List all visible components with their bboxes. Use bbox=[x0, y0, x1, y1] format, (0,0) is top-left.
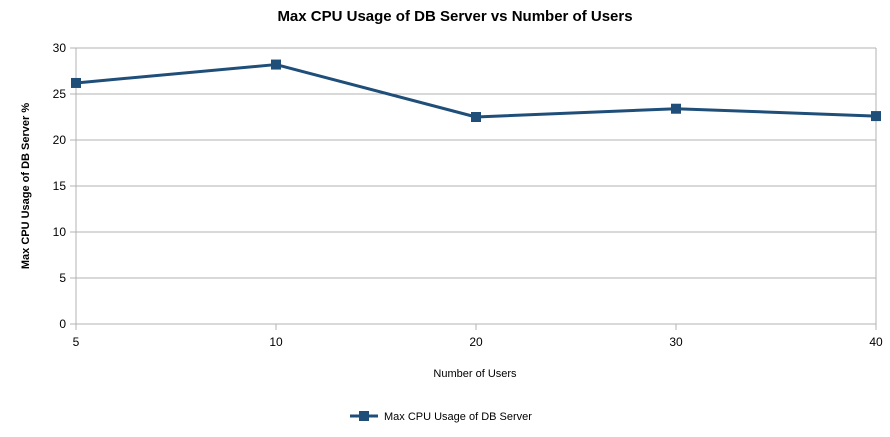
x-tick-labels: 5 10 20 30 40 bbox=[73, 335, 883, 349]
series-group bbox=[71, 59, 881, 122]
y-tick-label: 30 bbox=[53, 41, 67, 55]
data-point bbox=[71, 77, 81, 88]
chart-title: Max CPU Usage of DB Server vs Number of … bbox=[277, 8, 632, 25]
x-tick-label: 10 bbox=[269, 335, 283, 349]
y-tick-labels: 0 5 10 15 20 25 30 bbox=[53, 41, 67, 331]
y-axis-label: Max CPU Usage of DB Server % bbox=[20, 103, 32, 269]
x-tick-label: 20 bbox=[469, 335, 483, 349]
gridlines bbox=[70, 47, 877, 330]
x-tick-label: 5 bbox=[73, 335, 80, 349]
x-axis-label: Number of Users bbox=[433, 368, 517, 380]
y-tick-label: 20 bbox=[53, 133, 67, 147]
data-point bbox=[271, 59, 281, 70]
y-tick-label: 0 bbox=[59, 317, 66, 331]
data-point bbox=[671, 103, 681, 114]
x-tick-label: 40 bbox=[869, 335, 883, 349]
y-tick-label: 10 bbox=[53, 225, 67, 239]
y-tick-label: 15 bbox=[53, 179, 67, 193]
data-point bbox=[871, 111, 881, 122]
legend: Max CPU Usage of DB Server bbox=[350, 411, 532, 423]
legend-marker-swatch bbox=[359, 411, 369, 421]
series-line bbox=[75, 63, 877, 119]
legend-label: Max CPU Usage of DB Server bbox=[384, 411, 532, 423]
y-tick-label: 5 bbox=[59, 271, 66, 285]
data-point bbox=[471, 112, 481, 122]
x-tick-label: 30 bbox=[669, 335, 683, 349]
y-tick-label: 25 bbox=[53, 87, 67, 101]
